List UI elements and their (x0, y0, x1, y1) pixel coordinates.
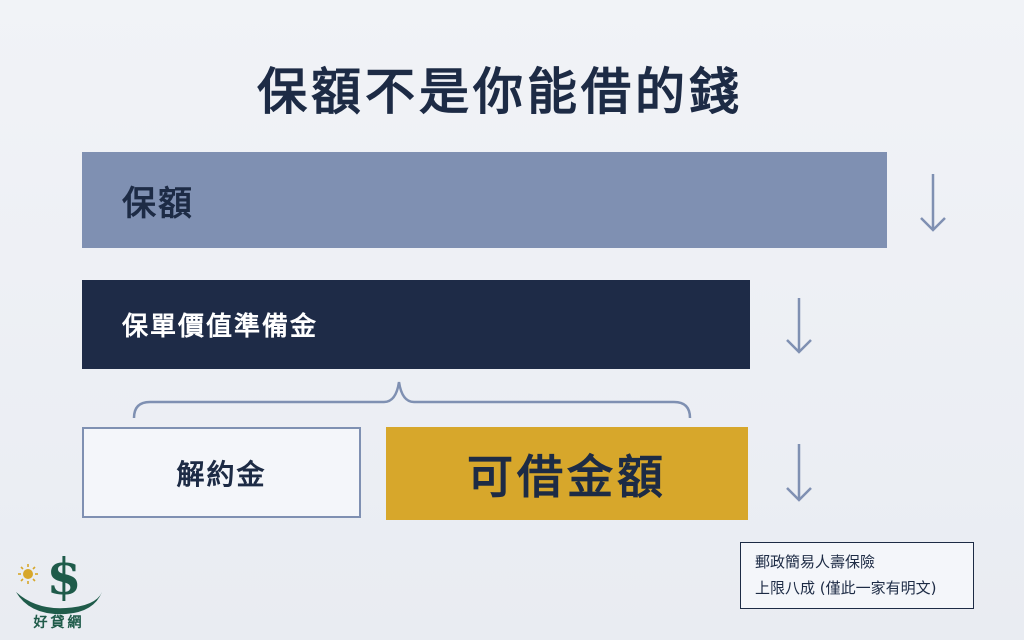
reserve-label: 保單價值準備金 (122, 312, 319, 342)
loanable-box: 可借金額 (386, 427, 748, 520)
coverage-bar: 保額 (82, 152, 887, 248)
coverage-label: 保額 (122, 183, 194, 224)
surrender-box: 解約金 (82, 427, 361, 518)
down-arrow-icon (920, 174, 946, 232)
note-line-1: 郵政簡易人壽保險 (755, 553, 876, 571)
brace-icon (132, 381, 692, 419)
logo-text: 好貸網 (33, 615, 85, 631)
down-arrow-icon (786, 444, 812, 502)
loanable-label: 可借金額 (467, 449, 667, 504)
svg-text:$: $ (47, 547, 82, 606)
page-title: 保額不是你能借的錢 (257, 63, 743, 121)
note-line-2: 上限八成 (僅此一家有明文) (755, 579, 937, 597)
dollar-sun-logo-icon: $ (16, 547, 102, 615)
note-box: 郵政簡易人壽保險 上限八成 (僅此一家有明文) (740, 542, 974, 609)
down-arrow-icon (786, 298, 812, 354)
surrender-label: 解約金 (176, 457, 267, 491)
reserve-bar: 保單價值準備金 (82, 280, 750, 369)
